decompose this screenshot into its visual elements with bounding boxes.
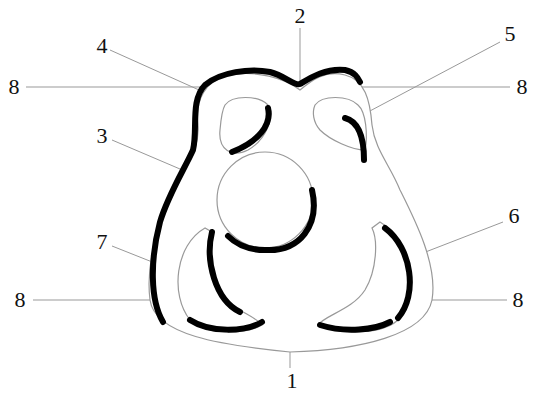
outer-body [149,73,433,352]
leader-line [300,28,301,84]
leader-line [368,42,500,112]
central-bore [217,152,313,248]
callout-number: 7 [97,231,108,253]
channel-shadow [232,108,269,152]
channel [318,222,410,332]
channel [220,98,271,154]
leader-line [26,87,212,88]
callout-number: 6 [509,205,520,227]
channel-shadow [345,118,364,160]
channel [178,228,262,332]
channel-shadow [320,228,410,330]
callout-number: 2 [295,5,306,27]
channel-shadow [190,232,262,330]
callout-number: 8 [9,76,20,98]
callout-number: 8 [517,76,528,98]
callout-number: 1 [287,370,298,392]
callout-number: 8 [15,289,26,311]
leader-line [356,87,510,88]
callout-number: 3 [97,125,108,147]
callout-number: 4 [97,35,108,57]
callout-number: 8 [513,289,524,311]
leader-line [432,300,507,301]
bore-shadow [228,190,314,250]
callout-number: 5 [505,23,516,45]
leader-line [33,300,152,301]
leader-line [290,352,291,368]
